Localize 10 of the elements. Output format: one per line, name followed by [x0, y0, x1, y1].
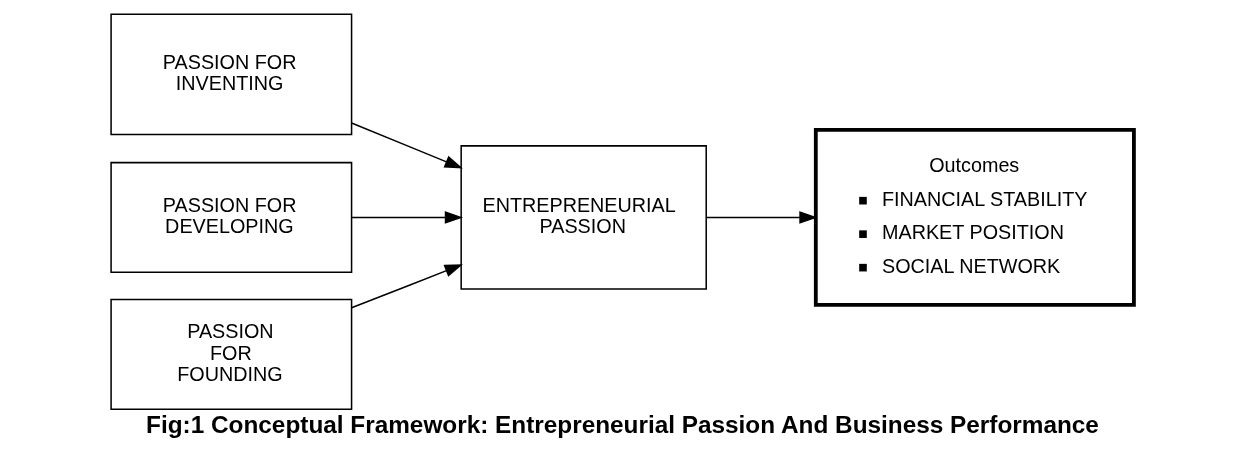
- node-box: Outcomes FINANCIAL STABILITY MARKET POSITION SOCIAL NETWORK: [813, 128, 1136, 307]
- node-box: ENTREPRENEURIAL PASSION: [460, 145, 707, 290]
- node-box: PASSION FOR DEVELOPING: [110, 161, 353, 273]
- arrow: [350, 122, 463, 169]
- arrow: [705, 211, 818, 224]
- caption: Fig:1 Conceptual Framework: Entrepreneurial Passion And Business Performance: [146, 411, 1099, 439]
- arrow: [350, 264, 463, 309]
- node-box: PASSION FOR FOUNDING: [110, 298, 353, 410]
- node-box: PASSION FOR INVENTING: [110, 13, 353, 136]
- arrow: [350, 211, 464, 224]
